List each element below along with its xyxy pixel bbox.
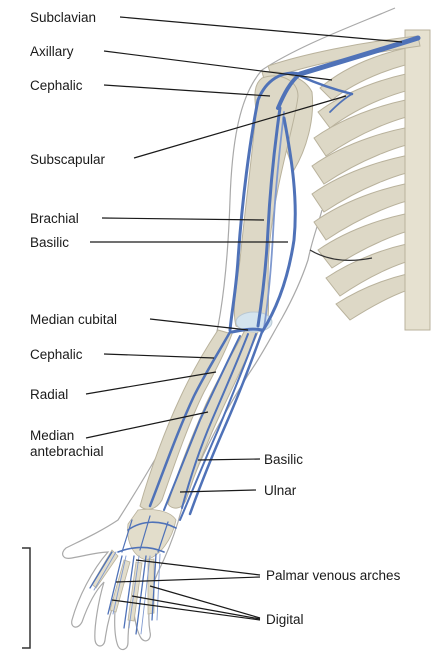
label-subscapular: Subscapular: [30, 152, 106, 167]
leader-subclavian: [120, 17, 402, 42]
leader-cephalic-upper: [104, 85, 270, 96]
leader-basilic-lower: [198, 459, 260, 460]
leader-cephalic-lower: [104, 354, 214, 358]
label-ulnar: Ulnar: [264, 483, 297, 498]
label-median-cubital: Median cubital: [30, 312, 117, 327]
label-brachial: Brachial: [30, 211, 79, 226]
label-radial: Radial: [30, 387, 68, 402]
label-digital: Digital: [266, 612, 304, 627]
label-axillary: Axillary: [30, 44, 74, 59]
label-cephalic-upper: Cephalic: [30, 78, 83, 93]
label-cephalic-lower: Cephalic: [30, 347, 83, 362]
leader-brachial: [102, 218, 264, 220]
leader-median-cubital: [150, 319, 248, 330]
label-median-antebrachial-line2: antebrachial: [30, 444, 104, 459]
label-median-antebrachial-line1: Median: [30, 428, 74, 443]
label-subclavian: Subclavian: [30, 10, 96, 25]
label-basilic-upper: Basilic: [30, 235, 69, 250]
bracket-icon: [22, 548, 30, 648]
label-basilic-lower: Basilic: [264, 452, 303, 467]
leader-subscapular: [134, 96, 346, 158]
rib-cage: [310, 30, 430, 330]
label-palmar-venous-arches: Palmar venous arches: [266, 568, 401, 583]
